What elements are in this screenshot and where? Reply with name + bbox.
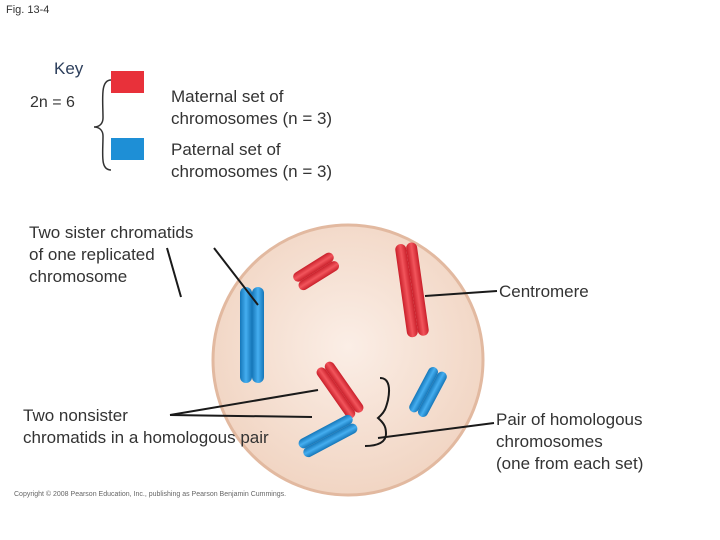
long-blue-chromosome bbox=[240, 287, 264, 383]
nonsister-chromatids-label: Two nonsister chromatids in a homologous… bbox=[23, 405, 269, 449]
sister-label-line2: of one replicated bbox=[29, 245, 155, 264]
pair-label-line2: chromosomes bbox=[496, 432, 603, 451]
sister-pointer-a bbox=[166, 247, 182, 298]
medium-red-chromosome bbox=[316, 361, 364, 419]
sister-pointer-b bbox=[213, 247, 259, 306]
centromere-label: Centromere bbox=[499, 282, 589, 301]
paternal-swatch bbox=[111, 138, 144, 160]
maternal-swatch bbox=[111, 71, 144, 93]
key-title: Key bbox=[54, 59, 84, 78]
paternal-key-line2: chromosomes (n = 3) bbox=[171, 162, 333, 181]
paternal-key-line1: Paternal set of bbox=[171, 140, 281, 159]
sister-label-line1: Two sister chromatids bbox=[29, 223, 194, 242]
key-bracket bbox=[93, 79, 112, 171]
pair-label-line3: (one from each set) bbox=[496, 454, 644, 473]
sister-label-line3: chromosome bbox=[29, 267, 128, 286]
centromere-pointer bbox=[424, 290, 498, 297]
figure-label: Fig. 13-4 bbox=[6, 4, 50, 16]
paternal-key-text: Paternal set of chromosomes (n = 3) bbox=[171, 139, 332, 183]
pair-bracket bbox=[364, 377, 390, 447]
maternal-key-text: Maternal set of chromosomes (n = 3) bbox=[171, 86, 332, 130]
pair-pointer bbox=[377, 422, 495, 439]
maternal-key-line2: chromosomes (n = 3) bbox=[171, 109, 333, 128]
nonsister-label-line2: chromatids in a homologous pair bbox=[23, 428, 269, 447]
small-red-chromosome bbox=[293, 252, 340, 291]
homologous-pair-label: Pair of homologous chromosomes (one from… bbox=[496, 409, 643, 475]
pair-label-line1: Pair of homologous bbox=[496, 410, 643, 429]
ploidy-text: 2n = 6 bbox=[30, 94, 75, 111]
small-blue-chromosome bbox=[409, 366, 447, 418]
nonsister-pointer-a bbox=[169, 389, 319, 416]
medium-blue-chromosome bbox=[298, 414, 358, 458]
copyright-notice: Copyright © 2008 Pearson Education, Inc.… bbox=[14, 491, 287, 498]
nonsister-label-line1: Two nonsister bbox=[23, 406, 128, 425]
ploidy-label: 2n = 6 bbox=[30, 94, 75, 112]
maternal-key-line1: Maternal set of bbox=[171, 87, 284, 106]
nonsister-pointer-b bbox=[169, 414, 313, 418]
long-red-chromosome bbox=[395, 242, 429, 338]
sister-chromatids-label: Two sister chromatids of one replicated … bbox=[29, 222, 193, 288]
